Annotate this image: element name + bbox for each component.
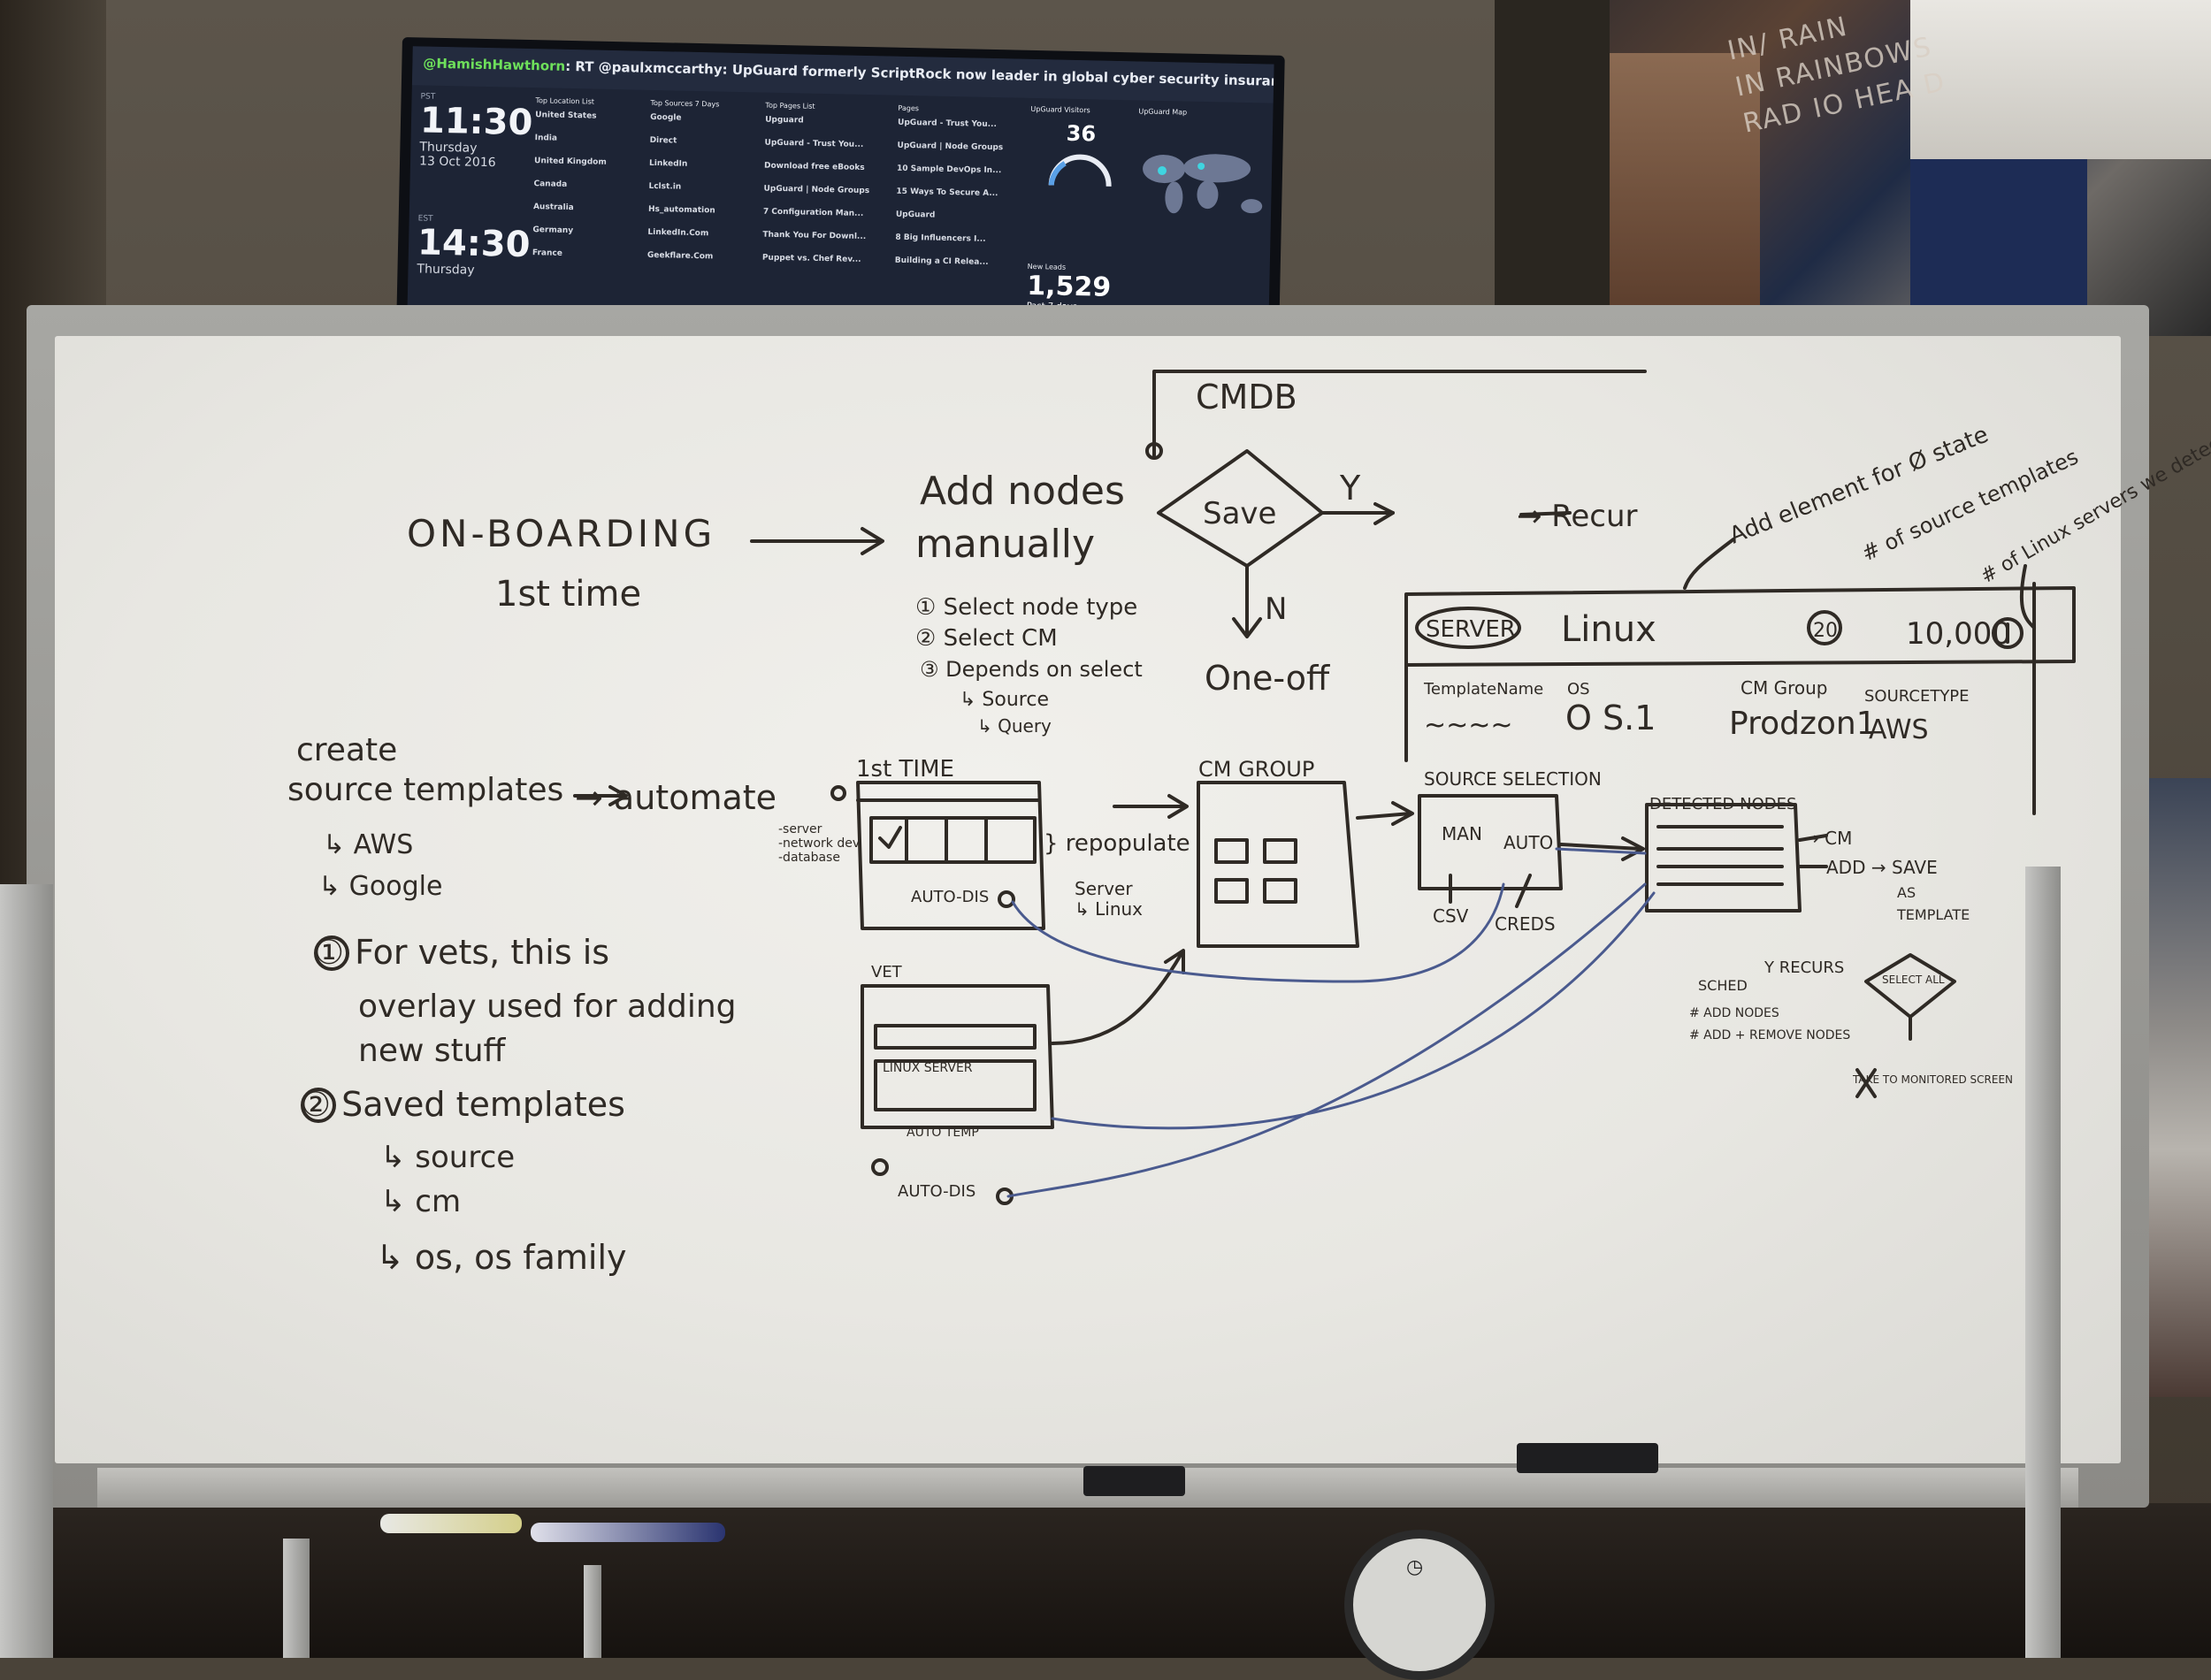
select-all-label: SELECT ALL bbox=[1882, 974, 1945, 986]
server-count: 10,000 bbox=[1906, 616, 2011, 652]
linux-note: ↳ Linux bbox=[1075, 898, 1143, 920]
aws-label: ↳ AWS bbox=[323, 829, 413, 860]
add-nodes-label: Add nodes bbox=[920, 469, 1125, 514]
val-sourcetype: AWS bbox=[1869, 714, 1929, 745]
marker[interactable] bbox=[531, 1523, 725, 1542]
eraser[interactable] bbox=[1083, 1466, 1185, 1496]
note-line-3: new stuff bbox=[358, 1033, 507, 1069]
sched-label: SCHED bbox=[1698, 977, 1748, 994]
step-source: ↳ Source bbox=[960, 689, 1049, 711]
mode-manual: MAN bbox=[1442, 823, 1482, 844]
mode-creds: CREDS bbox=[1495, 913, 1556, 935]
note-line-5: ↳ source bbox=[380, 1140, 515, 1175]
yes-label: Y bbox=[1339, 469, 1361, 508]
step-select-node: ① Select node type bbox=[915, 594, 1137, 621]
add-remove-note: # ADD + REMOVE NODES bbox=[1689, 1028, 1850, 1042]
stand-leg bbox=[584, 1565, 601, 1658]
note-line-6: ↳ cm bbox=[380, 1184, 461, 1219]
google-label: ↳ Google bbox=[318, 871, 442, 902]
auto-dis-label-vet: AUTO-DIS bbox=[898, 1182, 975, 1201]
no-label: N bbox=[1265, 592, 1287, 627]
vet-label: VET bbox=[871, 963, 903, 981]
screen-first-time: 1st TIME bbox=[856, 756, 954, 783]
stand-leg bbox=[0, 884, 53, 1658]
vet-row-linux: LINUX SERVER bbox=[883, 1061, 973, 1075]
stand-leg bbox=[2025, 867, 2061, 1658]
auto-dis-label: AUTO-DIS bbox=[911, 888, 989, 906]
vet-row-auto-temp: AUTO TEMP bbox=[907, 1126, 979, 1140]
template-count: 20 bbox=[1813, 620, 1838, 642]
server-note: Server bbox=[1075, 878, 1133, 899]
cmdb-label: CMDB bbox=[1196, 378, 1297, 416]
mode-csv: CSV bbox=[1433, 905, 1469, 927]
automate-label: → automate bbox=[575, 778, 777, 817]
after-cm: → CM bbox=[1804, 828, 1852, 849]
clock-face-icon: ◷ bbox=[1406, 1556, 1423, 1578]
step-query: ↳ Query bbox=[977, 715, 1052, 737]
server-tag: SERVER bbox=[1426, 616, 1516, 643]
recurs-label: Y RECURS bbox=[1763, 958, 1844, 977]
step-select-cm: ② Select CM bbox=[915, 625, 1058, 652]
onboarding-label: ON-BOARDING bbox=[407, 512, 715, 555]
after-add-save: ADD → SAVE bbox=[1826, 857, 1938, 878]
screen-cm-group: CM GROUP bbox=[1198, 757, 1314, 782]
marker[interactable] bbox=[380, 1514, 522, 1533]
note-line-1: ① For vets, this is bbox=[314, 933, 609, 972]
manually-label: manually bbox=[915, 522, 1095, 567]
note-line-2: overlay used for adding bbox=[358, 989, 736, 1025]
eraser[interactable] bbox=[1517, 1443, 1658, 1473]
first-time-label: 1st time bbox=[495, 574, 641, 615]
decision-save-label: Save bbox=[1203, 496, 1276, 531]
note-line-4: ② Saved templates bbox=[301, 1085, 625, 1124]
screen-source-selection: SOURCE SELECTION bbox=[1424, 768, 1602, 790]
add-nodes-note: # ADD NODES bbox=[1689, 1006, 1779, 1020]
screen-detected-nodes: DETECTED NODES bbox=[1649, 795, 1796, 813]
note-server: -server bbox=[778, 822, 822, 836]
mode-auto: AUTO bbox=[1503, 832, 1553, 853]
col-sourcetype: SOURCETYPE bbox=[1864, 687, 1970, 706]
monitored-screen-note: TAKE TO MONITORED SCREEN bbox=[1852, 1073, 2013, 1086]
after-template: TEMPLATE bbox=[1896, 906, 1970, 923]
create-label: create bbox=[296, 732, 397, 768]
recur-label: → Recur bbox=[1517, 499, 1638, 534]
val-cm-group: Prodzon1 bbox=[1729, 706, 1877, 742]
server-os: Linux bbox=[1561, 609, 1656, 650]
annotation-empty-state: Add element for Ø state bbox=[1725, 422, 1992, 550]
val-template-name: ~~~~ bbox=[1424, 710, 1513, 741]
note-database: -database bbox=[778, 851, 840, 865]
annotation-linux-servers: # of Linux servers we detect bbox=[1978, 429, 2211, 588]
val-os: O S.1 bbox=[1565, 699, 1656, 737]
repopulate-label: } repopulate bbox=[1044, 830, 1190, 857]
stand-leg bbox=[283, 1539, 310, 1658]
step-depends: ③ Depends on select bbox=[920, 657, 1143, 682]
after-as: AS bbox=[1897, 884, 1916, 901]
col-cm-group: CM Group bbox=[1740, 677, 1827, 699]
one-off-label: One-off bbox=[1205, 659, 1330, 698]
note-network: -network dev bbox=[778, 836, 860, 851]
note-line-7: ↳ os, os family bbox=[376, 1238, 627, 1277]
col-template-name: TemplateName bbox=[1423, 680, 1543, 699]
source-templates-label: source templates bbox=[287, 772, 563, 808]
col-os: OS bbox=[1567, 680, 1590, 699]
